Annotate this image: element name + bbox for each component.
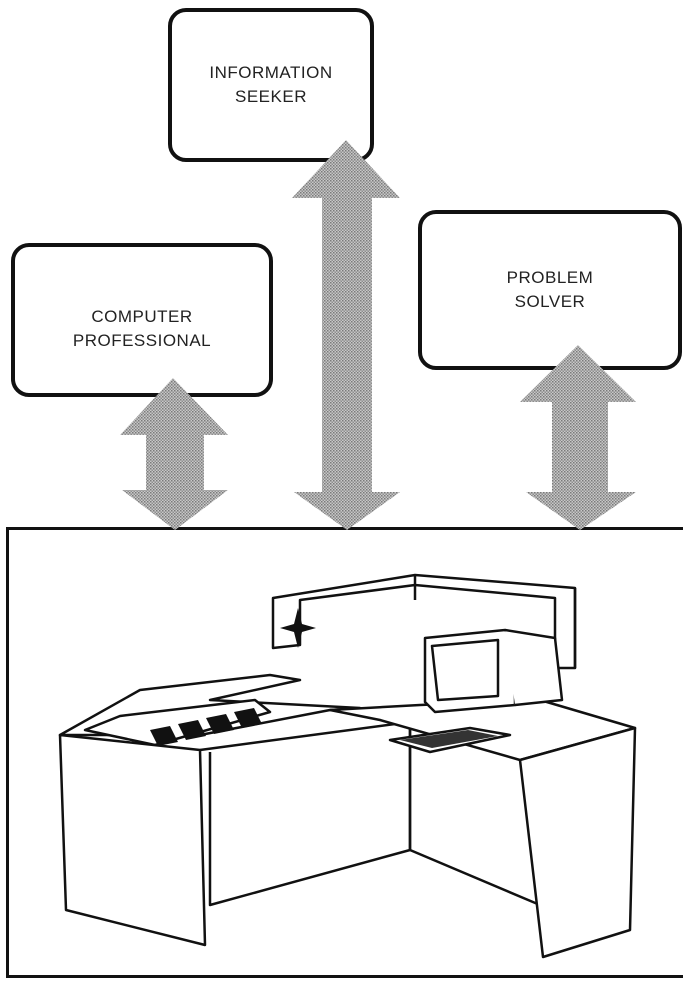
problem-solver-box: PROBLEM SOLVER bbox=[418, 210, 682, 370]
information-seeker-line2: SEEKER bbox=[235, 87, 307, 106]
computer-professional-box: COMPUTER PROFESSIONAL bbox=[11, 243, 273, 397]
star-logo bbox=[280, 608, 316, 648]
computer-professional-arrow bbox=[120, 378, 228, 530]
monitor-screen bbox=[430, 638, 500, 702]
workstation-illustration bbox=[58, 573, 637, 959]
problem-solver-line1: PROBLEM bbox=[506, 268, 594, 287]
computer-professional-line1: COMPUTER bbox=[91, 307, 193, 326]
right-desk-side bbox=[518, 726, 637, 959]
problem-solver-arrow bbox=[520, 345, 636, 530]
problem-solver-label: PROBLEM SOLVER bbox=[507, 266, 594, 314]
left-tray bbox=[83, 698, 272, 747]
information-seeker-line1: INFORMATION bbox=[209, 63, 333, 82]
keyboard-keys bbox=[400, 730, 498, 748]
information-seeker-arrow bbox=[292, 140, 400, 530]
left-tray-keys bbox=[150, 708, 262, 746]
computer-professional-line2: PROFESSIONAL bbox=[72, 331, 212, 350]
problem-solver-line2: SOLVER bbox=[514, 292, 586, 311]
monitor-side bbox=[504, 628, 564, 707]
left-desk-side bbox=[58, 733, 207, 947]
information-seeker-label: INFORMATION SEEKER bbox=[209, 61, 332, 109]
information-seeker-box: INFORMATION SEEKER bbox=[168, 8, 374, 162]
computer-professional-label: COMPUTER PROFESSIONAL bbox=[73, 305, 211, 353]
back-partition bbox=[271, 573, 577, 670]
desk-inner-wall bbox=[208, 722, 412, 907]
